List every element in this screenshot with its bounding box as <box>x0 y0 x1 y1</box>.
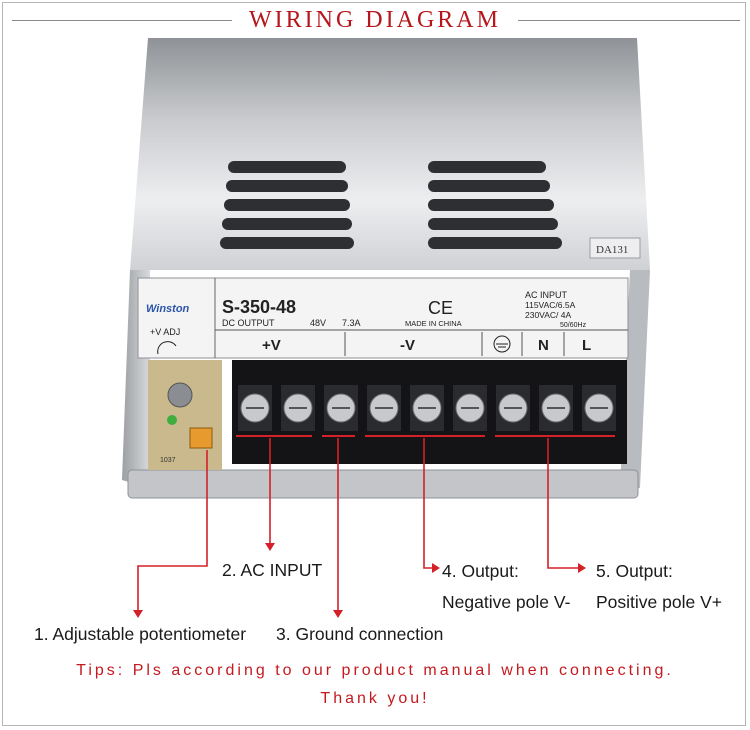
terminal-labels: +V -V N L <box>262 332 591 356</box>
label-output-positive-title: 5. Output: <box>596 561 673 581</box>
tips-line-1: Tips: Pls according to our product manua… <box>76 662 674 679</box>
terminal-screws <box>238 385 616 431</box>
tips-line-2: Thank you! <box>320 690 430 707</box>
terminal-n-label: N <box>538 337 549 354</box>
callout-arrows <box>137 438 578 612</box>
title-rule-right <box>518 20 740 21</box>
arrow-heads <box>133 543 586 618</box>
ac-input-230: 230VAC/ 4A <box>525 310 571 320</box>
adj-label: +V ADJ <box>150 327 180 337</box>
pcb-board <box>148 360 222 470</box>
dc-voltage: 48V <box>310 318 326 328</box>
ac-input-115: 115VAC/6.5A <box>525 300 576 310</box>
ground-symbol-icon <box>493 335 511 353</box>
id-sticker-text: DA131 <box>596 244 628 256</box>
label-output-positive-pole: Positive pole V+ <box>596 592 722 612</box>
terminal-minus-v-label: -V <box>400 337 415 354</box>
ac-input-title: AC INPUT <box>525 290 568 300</box>
terminal-l-label: L <box>582 337 591 354</box>
dc-output-label: DC OUTPUT <box>222 318 275 328</box>
top-cover <box>130 38 650 270</box>
made-in-label: MADE IN CHINA <box>405 319 462 328</box>
model-number: S-350-48 <box>222 297 296 317</box>
brand-logo: Winston <box>146 303 190 315</box>
potentiometer <box>189 427 213 449</box>
left-vent <box>220 161 354 249</box>
screw-icon <box>167 382 193 408</box>
adj-arrow-icon <box>157 341 177 355</box>
dc-current: 7.3A <box>342 318 361 328</box>
title-rule-left <box>12 20 232 21</box>
id-sticker <box>589 237 641 259</box>
label-potentiometer: 1. Adjustable potentiometer <box>34 624 247 644</box>
label-ac-input: 2. AC INPUT <box>222 560 323 580</box>
ce-mark: CE <box>428 298 453 318</box>
right-vent <box>428 161 562 249</box>
label-output-negative-pole: Negative pole V- <box>442 592 571 612</box>
svg-text:1037: 1037 <box>160 457 176 464</box>
label-ground: 3. Ground connection <box>276 624 444 644</box>
label-output-negative-title: 4. Output: <box>442 561 519 581</box>
page-title: WIRING DIAGRAM <box>0 7 750 34</box>
terminal-plus-v-label: +V <box>262 337 281 354</box>
label-panel <box>137 277 629 359</box>
led-indicator <box>167 415 177 425</box>
ac-frequency: 50/60Hz <box>560 322 587 329</box>
bottom-lip <box>127 469 639 499</box>
